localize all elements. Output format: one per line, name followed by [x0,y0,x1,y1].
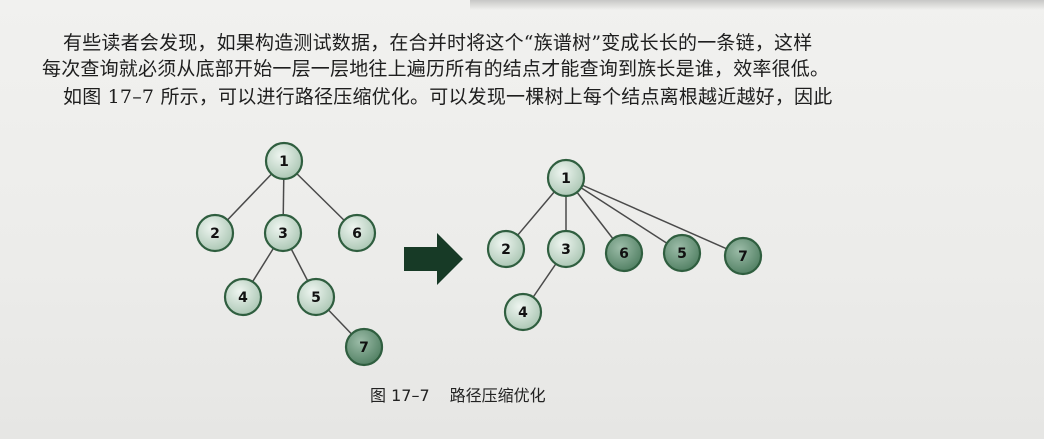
node-circle [546,158,586,198]
tree-node-1: 1 [546,158,586,198]
node-circle [503,292,543,332]
node-label: 2 [210,226,220,242]
node-circle [337,213,377,253]
tree-node-1: 1 [264,141,304,181]
node-circle [546,229,586,269]
node-circle [223,277,263,317]
tree-node-7: 7 [723,236,763,276]
node-circle [296,277,336,317]
after-tree: 1 2 3 6 5 7 4 [486,158,763,332]
caption-number: 图 17–7 [370,386,430,405]
paragraph-line-2: 每次查询就必须从底部开始一层一层地往上遍历所有的结点才能查询到族长是谁，效率很低… [42,58,830,80]
node-label: 1 [561,171,571,187]
tree-node-2: 2 [195,213,235,253]
page-edge-shadow [470,0,1044,10]
tree-edge-1-7 [565,177,744,257]
node-circle [344,327,384,367]
node-label: 6 [619,246,629,262]
node-circle [486,229,526,269]
node-label: 7 [738,249,748,265]
node-label: 5 [311,290,321,306]
tree-node-4: 4 [223,277,263,317]
tree-node-7: 7 [344,327,384,367]
node-circle [662,233,702,273]
tree-node-2: 2 [486,229,526,269]
tree-node-5: 5 [296,277,336,317]
before-tree: 1 2 3 6 4 5 7 [195,141,384,367]
node-label: 2 [501,242,511,258]
tree-edge-1-5 [565,177,683,254]
transform-arrow [404,233,463,285]
right-arrow-icon [404,233,463,285]
figure-caption: 图 17–7 路径压缩优化 [370,382,546,406]
node-label: 4 [518,305,528,321]
tree-node-5: 5 [662,233,702,273]
node-label: 4 [238,290,248,306]
tree-node-3: 3 [546,229,586,269]
node-circle [723,236,763,276]
node-label: 3 [278,226,288,242]
tree-node-4: 4 [503,292,543,332]
node-label: 6 [352,226,362,242]
node-circle [264,141,304,181]
node-label: 7 [359,340,369,356]
node-circle [195,213,235,253]
tree-node-6: 6 [604,233,644,273]
tree-node-3: 3 [263,213,303,253]
node-label: 3 [561,242,571,258]
tree-node-6: 6 [337,213,377,253]
node-circle [263,213,303,253]
paragraph-line-1: 有些读者会发现，如果构造测试数据，在合并时将这个“族谱树”变成长长的一条链，这样 [63,32,813,54]
caption-title: 路径压缩优化 [449,386,546,405]
paragraph-line-3: 如图 17–7 所示，可以进行路径压缩优化。可以发现一棵树上每个结点离根越近越好… [63,86,833,108]
node-label: 1 [279,154,289,170]
node-circle [604,233,644,273]
node-label: 5 [677,246,687,262]
